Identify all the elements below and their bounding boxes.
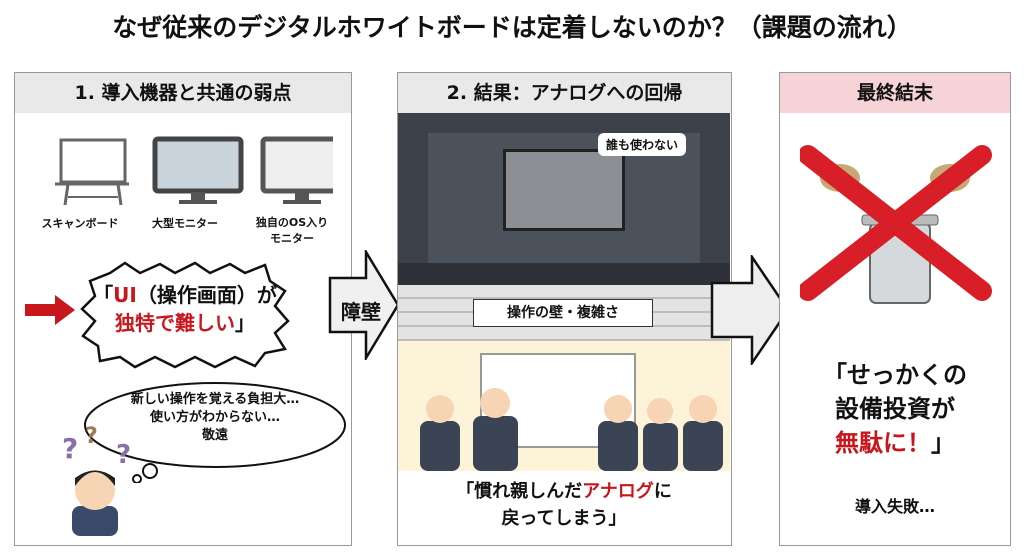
failure-text: 導入失敗… [854, 497, 935, 516]
devices-illustration [55, 136, 333, 206]
x-mark-icon [800, 145, 992, 301]
thought-cloud [84, 382, 346, 483]
svg-text:?: ? [62, 432, 78, 465]
burst-line2: 独特で難しい [115, 311, 235, 335]
caption-text: に [653, 481, 672, 502]
thought-line: 新しい操作を覚える負担大… [130, 392, 300, 407]
svg-text:?: ? [116, 440, 131, 470]
red-arrow-icon [25, 295, 75, 325]
panel-header: 2. 結果：アナログへの回帰 [398, 73, 731, 113]
scanboard-icon [55, 138, 129, 206]
device-label: スキャンボード [41, 217, 119, 230]
quote-close: 」 [931, 429, 955, 457]
people-at-whiteboard-illustration [398, 341, 730, 471]
panel-header: 1. 導入機器と共通の弱点 [15, 73, 351, 113]
burst-shape [80, 261, 290, 369]
thought-text: 新しい操作を覚える負担大… 使い方がわからない… 敬遠 [95, 391, 335, 445]
barrier-arrow [328, 250, 400, 360]
barrier-label: 障壁 [341, 300, 381, 324]
svg-text:?: ? [85, 424, 98, 449]
quote-line: 設備投資が [835, 395, 955, 423]
panel-outcome: 最終結末 「せっかくの 設備投資が 無駄に！」 導入失敗… [779, 72, 1011, 546]
speech-bubble: 誰も使わない [598, 133, 687, 156]
confused-man-icon: ??? [62, 424, 131, 536]
ui-text: UI [113, 283, 137, 307]
thought-line: 使い方がわからない… [149, 410, 280, 425]
unused-whiteboard-icon [503, 149, 625, 231]
device-label: 大型モニター [152, 217, 218, 230]
wall-label: 操作の壁・複雑さ [473, 299, 653, 327]
burst-text: 「UI（操作画面）が 独特で難しい」 [85, 281, 285, 337]
quote-line: 「せっかくの [823, 361, 967, 389]
large-monitor-icon [152, 136, 244, 204]
panel-header: 最終結末 [780, 73, 1010, 113]
quote-close: 」 [235, 311, 255, 335]
burst-line1: （操作画面）が [136, 283, 277, 307]
device-label: 独自のOS入り モニター [255, 216, 329, 245]
flow-arrow [710, 255, 790, 365]
analog-text: アナログ [582, 481, 654, 502]
page-title: なぜ従来のデジタルホワイトボードは定着しないのか？（課題の流れ） [112, 13, 912, 42]
caption-text: 「慣れ親しんだ [456, 481, 583, 502]
quote-open: 「 [93, 283, 114, 307]
thought-line: 敬遠 [201, 428, 228, 443]
empty-room-illustration: 誰も使わない [398, 113, 730, 289]
os-monitor-icon [260, 136, 333, 204]
result-caption: 「慣れ親しんだアナログに 戻ってしまう」 [398, 478, 730, 532]
outcome-quote: 「せっかくの 設備投資が 無駄に！」 [780, 358, 1010, 460]
panel-devices: 1. 導入機器と共通の弱点 スキャンボード 大型モニター 独自のOS入り モニタ… [14, 72, 352, 546]
panel-result: 2. 結果：アナログへの回帰 誰も使わない 操作の壁・複雑さ 「慣れ親しんだアナ… [397, 72, 732, 546]
wasted-money-trash-icon [800, 145, 992, 304]
caption-line2: 戻ってしまう」 [501, 508, 627, 529]
waste-text: 無駄に！ [835, 429, 931, 457]
